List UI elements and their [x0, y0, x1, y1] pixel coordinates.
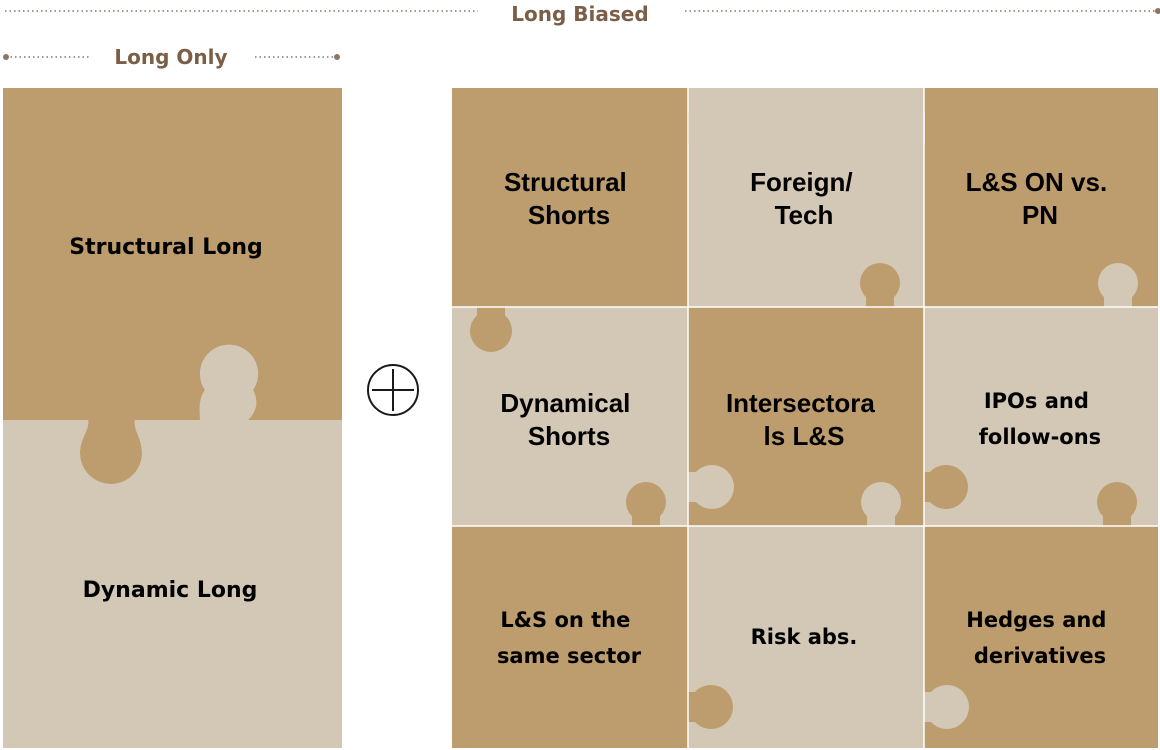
cell-label-ipos-follow-ons: IPOs and follow-ons: [979, 389, 1101, 449]
puzzle-knob: [641, 106, 689, 150]
puzzle-knob: [470, 306, 512, 352]
cell-label-foreign-tech: Foreign/ Tech: [750, 167, 860, 230]
dynamic-long-piece: [3, 344, 342, 748]
long-only-column: Structural Long Dynamic Long: [3, 88, 342, 748]
long-only-left-end-dot: [3, 54, 9, 60]
puzzle-knob: [861, 482, 901, 527]
long-biased-label: Long Biased: [511, 2, 648, 26]
cell-label-dynamical-shorts: Dynamical Shorts: [500, 388, 637, 451]
puzzle-knob: [860, 263, 900, 308]
long-biased-grid: Structural Shorts Foreign/ Tech L&S ON v…: [452, 88, 1158, 748]
cell-label-hedges-derivatives: Hedges and derivatives: [966, 608, 1113, 668]
puzzle-knob: [923, 465, 968, 509]
puzzle-knob: [877, 106, 925, 150]
structural-long-label: Structural Long: [69, 235, 263, 260]
grid-dividers: [452, 88, 1158, 748]
long-biased-header: Long Biased: [5, 2, 1160, 26]
long-biased-right-end-dot: [1155, 8, 1160, 14]
puzzle-knob: [687, 685, 733, 729]
puzzle-knob: [626, 482, 666, 527]
long-only-header: Long Only: [3, 45, 340, 69]
cell-label-ls-same-sector: L&S on the same sector: [497, 608, 642, 668]
long-only-label: Long Only: [114, 45, 227, 69]
cell-label-risk-abs: Risk abs.: [751, 625, 858, 649]
cell-label-structural-shorts: Structural Shorts: [504, 167, 634, 230]
cell-label-intersectorals-ls: Intersectora ls L&S: [726, 388, 882, 451]
puzzle-knob: [687, 465, 734, 509]
puzzle-knob: [1097, 482, 1137, 527]
plus-icon: [367, 364, 419, 416]
long-only-right-end-dot: [334, 54, 340, 60]
cell-bg: [452, 526, 688, 748]
dynamic-long-label: Dynamic Long: [83, 578, 258, 603]
cell-label-ls-on-vs-pn: L&S ON vs. PN: [966, 167, 1115, 230]
puzzle-knob: [1098, 263, 1138, 308]
structural-long-piece: [3, 88, 342, 484]
puzzle-knob: [923, 685, 969, 729]
